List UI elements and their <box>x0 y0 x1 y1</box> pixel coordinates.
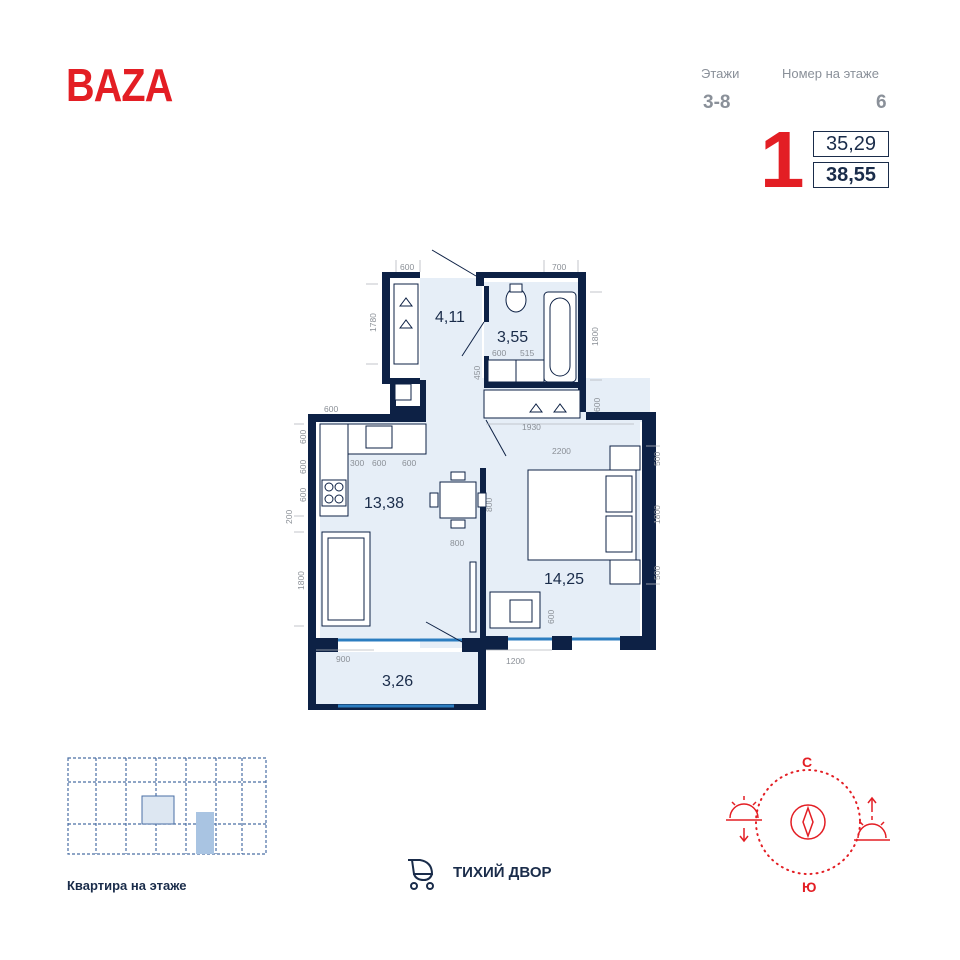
dim-label: 1930 <box>522 422 541 432</box>
room-label-balcony: 3,26 <box>382 673 413 690</box>
floors-label: Этажи <box>701 66 740 81</box>
room-label-bedroom: 14,25 <box>544 571 584 588</box>
dim-label: 2200 <box>552 446 571 456</box>
dimension-lines <box>294 260 660 651</box>
dim-label: 800 <box>450 538 464 548</box>
dim-label: 500 <box>652 452 662 466</box>
compass-north: С <box>802 754 812 770</box>
dim-label: 1800 <box>652 505 662 524</box>
dim-label: 600 <box>402 458 416 468</box>
compass-icon: С Ю <box>726 754 890 895</box>
floor-plan: 4,11 3,55 13,38 14,25 3,26 600 1780 700 … <box>284 249 662 710</box>
dim-label: 200 <box>284 510 294 524</box>
dim-label: 1800 <box>296 571 306 590</box>
compass-south: Ю <box>802 879 816 895</box>
doors <box>425 249 507 643</box>
dim-label: 600 <box>324 404 338 414</box>
dim-label: 500 <box>652 566 662 580</box>
living-area: 35,29 <box>813 131 889 157</box>
dim-label: 450 <box>472 366 482 380</box>
dim-label: 515 <box>520 348 534 358</box>
floors-value: 3-8 <box>703 92 731 113</box>
dim-label: 1800 <box>590 327 600 346</box>
mini-map-stairs <box>141 795 175 825</box>
dimension-labels: 600 1780 700 1800 600 515 450 600 1930 6… <box>284 262 662 666</box>
floor-mini-map <box>67 757 267 855</box>
room-label-hall: 4,11 <box>435 309 465 326</box>
sunset-icon <box>726 796 762 843</box>
dim-label: 600 <box>298 460 308 474</box>
mini-map-outline <box>67 757 267 855</box>
dim-label: 600 <box>492 348 506 358</box>
stroller-icon <box>408 859 434 890</box>
dim-label: 600 <box>592 398 602 412</box>
quiet-yard-label: ТИХИЙ ДВОР <box>453 864 552 881</box>
dim-label: 1780 <box>368 313 378 332</box>
brand-logo: BAZA <box>66 59 173 111</box>
furniture <box>319 283 641 629</box>
dim-label: 900 <box>336 654 350 664</box>
dim-label: 600 <box>298 488 308 502</box>
sunrise-icon <box>854 796 890 841</box>
total-area: 38,55 <box>813 162 889 188</box>
dim-label: 700 <box>552 262 566 272</box>
rooms-count: 1 <box>760 115 805 204</box>
dim-label: 300 <box>350 458 364 468</box>
windows <box>338 637 620 708</box>
walls <box>308 272 656 710</box>
dim-label: 600 <box>546 610 556 624</box>
dim-label: 600 <box>400 262 414 272</box>
room-label-kitchen: 13,38 <box>364 495 404 512</box>
dim-label: 1200 <box>506 656 525 666</box>
mini-map-highlight <box>196 812 214 854</box>
dim-label: 800 <box>484 498 494 512</box>
number-on-floor-value: 6 <box>876 92 887 113</box>
dim-label: 600 <box>372 458 386 468</box>
room-labels: 4,11 3,55 13,38 14,25 3,26 <box>364 309 584 690</box>
hanger-icons <box>399 297 567 413</box>
room-label-bathroom: 3,55 <box>497 329 528 346</box>
dim-label: 600 <box>298 430 308 444</box>
floor-map-caption: Квартира на этаже <box>67 878 187 893</box>
number-on-floor-label: Номер на этаже <box>782 66 879 81</box>
